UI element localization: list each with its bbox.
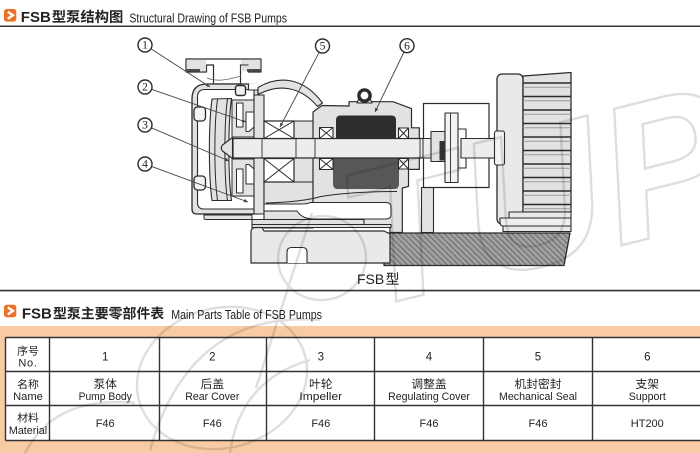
svg-text:F46: F46 (311, 418, 330, 430)
svg-text:Main Parts Table of FSB Pumps: Main Parts Table of FSB Pumps (171, 307, 322, 322)
svg-text:Rear Cover: Rear Cover (185, 391, 239, 403)
svg-text:Name: Name (13, 391, 43, 403)
svg-text:4: 4 (142, 159, 148, 171)
svg-text:3: 3 (142, 120, 148, 132)
svg-text:F46: F46 (96, 418, 115, 430)
svg-text:6: 6 (404, 40, 410, 52)
svg-text:Mechanical Seal: Mechanical Seal (499, 391, 577, 403)
svg-text:FSB: FSB (357, 271, 384, 287)
svg-text:Impeller: Impeller (299, 391, 342, 403)
svg-text:No.: No. (18, 358, 37, 370)
svg-text:1: 1 (142, 40, 148, 52)
svg-text:FSB: FSB (21, 9, 51, 26)
svg-text:FSB: FSB (22, 305, 52, 322)
svg-text:Pump Body: Pump Body (79, 391, 133, 403)
svg-text:5: 5 (535, 351, 541, 363)
svg-text:1: 1 (102, 351, 108, 363)
svg-text:HT200: HT200 (631, 418, 664, 430)
svg-text:3: 3 (318, 351, 324, 363)
svg-text:F46: F46 (529, 418, 548, 430)
svg-text:5: 5 (320, 41, 326, 53)
svg-text:6: 6 (644, 351, 650, 363)
svg-text:Regulating Cover: Regulating Cover (388, 391, 470, 403)
svg-text:Support: Support (629, 391, 666, 403)
svg-text:F46: F46 (420, 418, 439, 430)
svg-text:F46: F46 (203, 418, 222, 430)
svg-text:2: 2 (209, 351, 215, 363)
svg-text:Structural Drawing of FSB Pump: Structural Drawing of FSB Pumps (129, 11, 287, 26)
svg-text:2: 2 (142, 82, 148, 94)
svg-text:4: 4 (426, 351, 433, 363)
